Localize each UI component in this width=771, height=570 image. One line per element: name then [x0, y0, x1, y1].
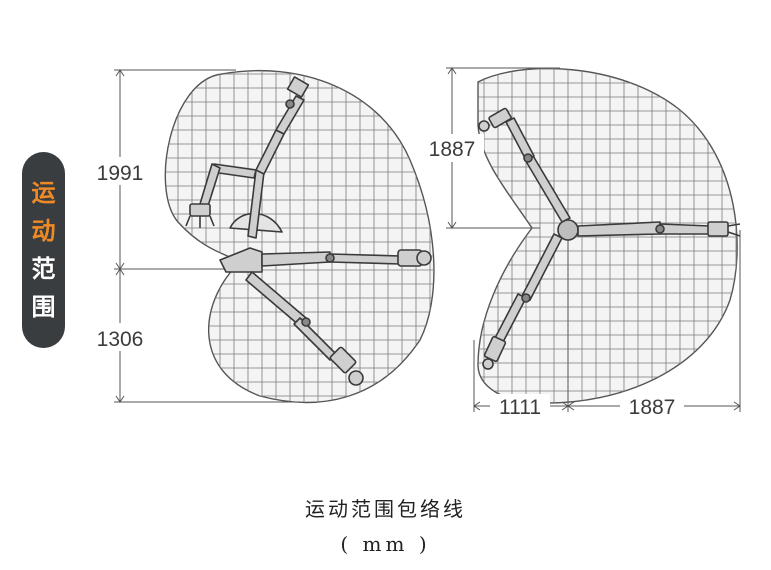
unit-label: ( mm ) — [340, 532, 431, 556]
left-envelope-outline — [164, 70, 435, 404]
left-view: 1991 1306 — [88, 69, 435, 404]
right-dim-right: 1887 — [629, 396, 676, 419]
diagram-caption: 运动范围包络线 — [305, 497, 466, 521]
right-robot-arms — [478, 107, 741, 370]
badge-char-3: 范 — [31, 255, 56, 283]
right-view: 1887 1111 1887 — [420, 67, 741, 420]
badge-char-2: 动 — [31, 217, 56, 245]
left-dimension-lines — [114, 69, 300, 403]
badge-char-4: 围 — [31, 293, 56, 321]
motion-range-badge: 运 动 范 围 — [22, 152, 65, 348]
badge-char-1: 运 — [31, 179, 56, 207]
right-dim-height: 1887 — [429, 138, 476, 161]
left-robot-arms — [185, 76, 432, 386]
left-dim-lower: 1306 — [97, 328, 144, 351]
right-dim-left: 1111 — [499, 396, 541, 419]
left-dim-upper: 1991 — [97, 162, 144, 185]
